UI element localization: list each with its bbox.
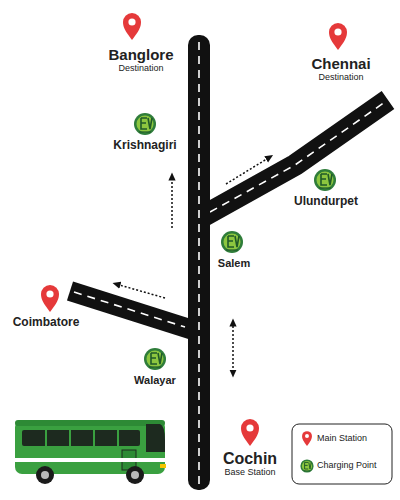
charging-point-name: Krishnagiri [113,139,176,152]
city-name: Chennai [311,56,370,73]
station-pin [329,23,347,50]
station-pin [123,13,141,40]
bus-illustration [15,420,166,484]
charging-point-name: Ulundurpet [294,195,358,208]
city-name: Banglore [108,47,173,64]
charging-icon [144,348,166,370]
direction-arrow [116,157,270,374]
station-type: Base Station [224,468,275,478]
legend-text: Main Station [317,434,367,444]
city-name: Cochin [223,450,277,468]
road [200,100,388,218]
charging-icon [134,113,156,135]
charging-point-name: Walayar [134,374,176,386]
station-type: Destination [118,64,163,74]
charging-icon [221,231,243,253]
charging-icon [314,169,336,191]
legend-text: Charging Point [317,461,377,471]
road [70,291,196,331]
road [188,35,210,490]
charging-point-name: Salem [218,257,250,269]
legend-box [292,424,392,484]
city-name: Coimbatore [13,316,80,329]
station-pin [41,285,59,312]
station-type: Destination [318,73,363,83]
station-pin [241,419,259,446]
